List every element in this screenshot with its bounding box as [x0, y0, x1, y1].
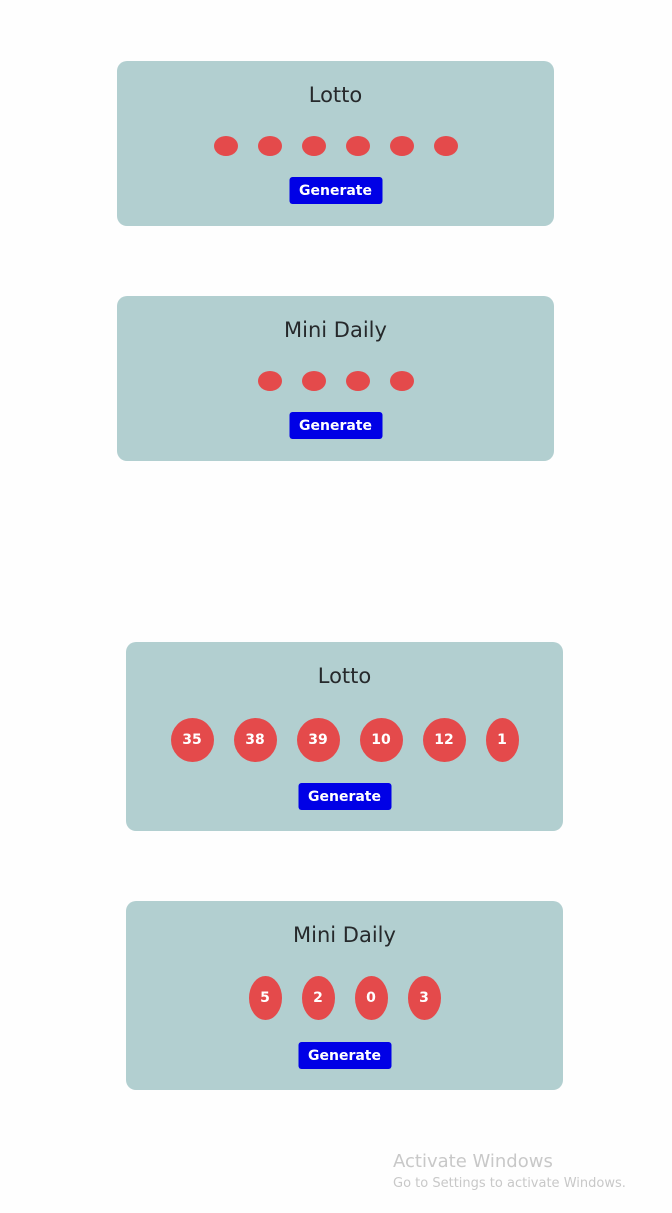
card-title: Lotto [308, 83, 363, 107]
card-title: Mini Daily [293, 923, 396, 947]
lottery-ball [213, 136, 238, 156]
lottery-ball [345, 371, 370, 391]
mini-daily-card-empty: Mini Daily Generate [117, 296, 554, 461]
generate-button[interactable]: Generate [289, 177, 382, 204]
lotto-card-generated: Lotto 35 38 39 10 12 1 Generate [126, 642, 563, 831]
lottery-ball [257, 136, 282, 156]
lottery-ball: 10 [359, 718, 403, 762]
watermark-subtitle: Go to Settings to activate Windows. [393, 1176, 626, 1191]
lottery-ball [389, 371, 414, 391]
mini-daily-card-generated: Mini Daily 5 2 0 3 Generate [126, 901, 563, 1090]
watermark-title: Activate Windows [393, 1151, 553, 1172]
generate-button[interactable]: Generate [298, 1042, 391, 1069]
lottery-ball: 0 [354, 976, 388, 1020]
lottery-ball [345, 136, 370, 156]
lottery-ball: 38 [233, 718, 277, 762]
lottery-ball [433, 136, 458, 156]
generate-button[interactable]: Generate [298, 783, 391, 810]
lottery-ball [257, 371, 282, 391]
lottery-ball [301, 136, 326, 156]
ball-row: 35 38 39 10 12 1 [126, 718, 563, 762]
lottery-ball [389, 136, 414, 156]
lottery-ball: 12 [422, 718, 466, 762]
lottery-ball: 3 [407, 976, 441, 1020]
lottery-ball: 1 [485, 718, 519, 762]
activate-windows-watermark: Activate Windows Go to Settings to activ… [393, 1151, 626, 1193]
generate-button[interactable]: Generate [289, 412, 382, 439]
card-title: Mini Daily [284, 318, 387, 342]
lottery-ball: 35 [170, 718, 214, 762]
lottery-ball: 5 [248, 976, 282, 1020]
lottery-ball [301, 371, 326, 391]
lottery-ball: 2 [301, 976, 335, 1020]
ball-row: 5 2 0 3 [126, 976, 563, 1020]
card-title: Lotto [317, 664, 372, 688]
lottery-ball: 39 [296, 718, 340, 762]
ball-row [117, 136, 554, 156]
lotto-card-empty: Lotto Generate [117, 61, 554, 226]
ball-row [117, 371, 554, 391]
